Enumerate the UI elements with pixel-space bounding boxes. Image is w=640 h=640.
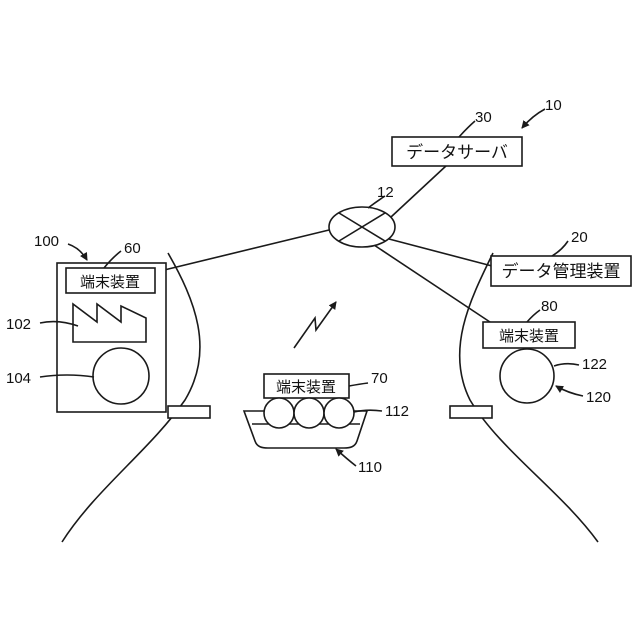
cargo-ball-2 — [294, 398, 324, 428]
ref-112: 112 — [385, 403, 409, 420]
ref-70: 70 — [371, 370, 388, 387]
leader-110 — [336, 449, 356, 466]
data-server-label: データサーバ — [406, 142, 508, 163]
leader-30 — [459, 121, 475, 137]
cargo-ball-1 — [264, 398, 294, 428]
ref-110: 110 — [358, 459, 382, 476]
wireless-signal-icon — [294, 302, 336, 348]
ref-80: 80 — [541, 298, 558, 315]
leader-80 — [527, 310, 540, 322]
road-mark-left — [168, 406, 210, 418]
data-management-device-label: データ管理装置 — [502, 261, 621, 282]
ref-100: 100 — [34, 233, 59, 250]
leader-10 — [522, 109, 545, 128]
ref-12: 12 — [377, 184, 394, 201]
terminal-80-label: 端末装置 — [499, 327, 559, 345]
ref-10: 10 — [545, 97, 562, 114]
link-network-data-server — [391, 165, 447, 217]
terminal-60-label: 端末装置 — [80, 273, 140, 291]
ref-104: 104 — [6, 370, 31, 387]
leader-20 — [552, 241, 568, 256]
leader-120 — [556, 386, 583, 396]
ref-30: 30 — [475, 109, 492, 126]
ref-102: 102 — [6, 316, 31, 333]
leader-70 — [349, 383, 368, 386]
ref-60: 60 — [124, 240, 141, 257]
leader-112 — [354, 410, 382, 412]
cargo-ball-3 — [324, 398, 354, 428]
leader-100 — [68, 244, 87, 260]
terminal-70-label: 端末装置 — [276, 378, 336, 396]
network-node — [329, 207, 395, 247]
ref-20: 20 — [571, 229, 588, 246]
ref-120: 120 — [586, 389, 611, 406]
road-mark-right — [450, 406, 492, 418]
ref-122: 122 — [582, 356, 607, 373]
link-network-data-management — [389, 239, 492, 266]
storage-circle-104 — [93, 348, 149, 404]
storage-circle-122 — [500, 349, 554, 403]
leader-122 — [554, 364, 579, 366]
link-network-terminal-60 — [156, 230, 329, 272]
